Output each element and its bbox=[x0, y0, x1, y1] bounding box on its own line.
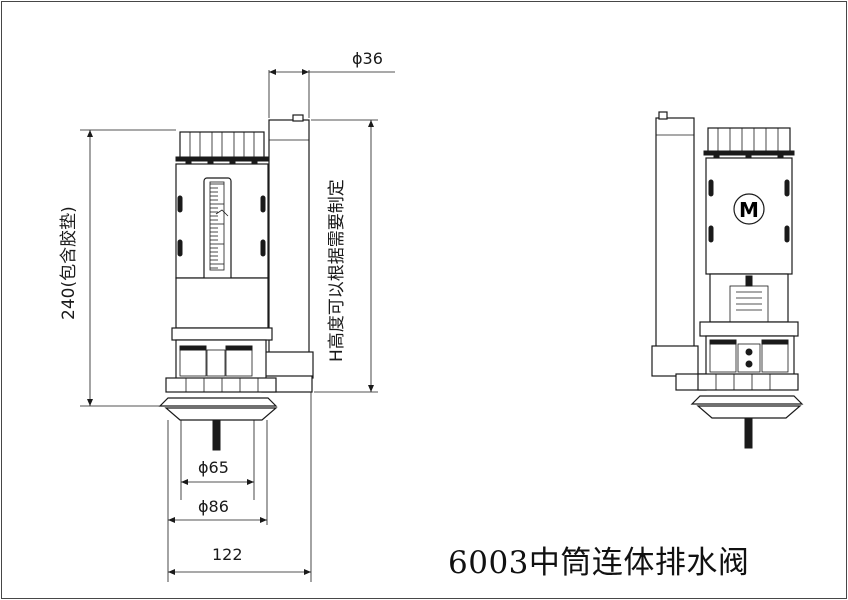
dim-overflow-diameter: ϕ36 bbox=[352, 49, 383, 68]
side-sealing-gasket bbox=[696, 405, 802, 419]
valve-body bbox=[175, 277, 269, 329]
sealing-gasket bbox=[164, 407, 278, 421]
dim-outlet-outer: ϕ86 bbox=[198, 497, 229, 516]
dim-outlet-inner: ϕ65 bbox=[198, 458, 229, 477]
overflow-pipe-base bbox=[264, 351, 314, 379]
side-threaded-stud bbox=[744, 417, 753, 449]
front-view bbox=[158, 114, 314, 451]
float-slots bbox=[177, 195, 266, 257]
base-plate bbox=[158, 397, 278, 407]
dimension-lines: ϕ36 240(包含胶垫) H高度可以根据需要制定 ϕ65 ϕ86 122 bbox=[59, 49, 395, 582]
side-adjust-ticks bbox=[736, 291, 762, 311]
dim-total-height: 240(包含胶垫) bbox=[59, 206, 79, 320]
dim-base-width: 122 bbox=[212, 545, 243, 564]
side-view: M bbox=[651, 111, 804, 449]
cap-ribs bbox=[189, 132, 255, 158]
brand-logo-icon bbox=[733, 193, 765, 225]
overflow-pipe bbox=[268, 119, 310, 356]
height-scale-ticks bbox=[210, 183, 224, 269]
drawing-title: 6003中筒连体排水阀 bbox=[448, 545, 750, 581]
dim-h-note: H高度可以根据需要制定 bbox=[327, 179, 347, 362]
threaded-stud bbox=[212, 419, 221, 451]
side-float-top-cap bbox=[707, 127, 791, 153]
overflow-pipe-cap bbox=[292, 114, 304, 122]
brand-logo-text: M bbox=[739, 198, 759, 222]
side-overflow-pipe bbox=[655, 117, 695, 349]
